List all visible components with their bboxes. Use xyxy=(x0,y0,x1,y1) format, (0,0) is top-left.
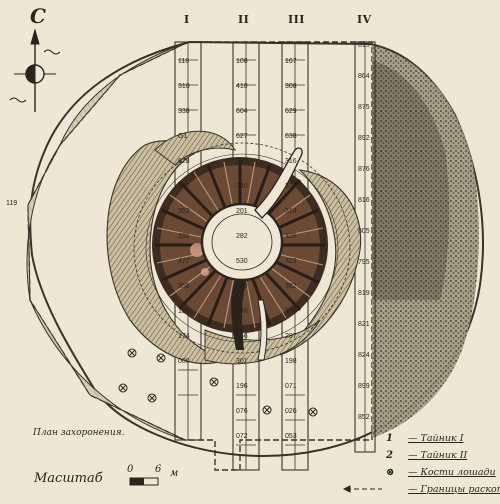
scale-label: Масштаб xyxy=(34,471,103,486)
section-label-2: II xyxy=(238,13,250,26)
depth-mark-col4: 899 xyxy=(358,383,370,390)
depth-mark-col4: 816 xyxy=(358,197,370,204)
depth-mark-col3: 308 xyxy=(285,83,297,90)
depth-mark-col1: 310 xyxy=(178,83,190,90)
depth-mark-col4: 821 xyxy=(358,321,370,328)
section-label-3: III xyxy=(288,13,305,26)
radial-log-structure xyxy=(152,157,328,333)
legend-item-cache-1: 1 — Тайник I xyxy=(386,432,463,445)
depth-mark-col2: 556 xyxy=(236,333,248,340)
depth-mark-col2: 604 xyxy=(236,108,248,115)
mound-segment-lower-left xyxy=(29,299,186,441)
depth-mark-col2: 340 xyxy=(236,183,248,190)
depth-mark-col2: 548 xyxy=(236,308,248,315)
depth-mark-col2: 323 xyxy=(236,158,248,165)
depth-mark-col4: 824 xyxy=(358,352,370,359)
depth-mark-col4: 876 xyxy=(358,166,370,173)
depth-mark-col1: G1 xyxy=(178,133,188,140)
depth-mark-col1: 174 xyxy=(178,333,190,340)
depth-mark-col1: 336 xyxy=(178,233,190,240)
depth-mark-col4: 892 xyxy=(358,135,370,142)
depth-mark-col2: 410 xyxy=(236,83,248,90)
scale-mid: 6 xyxy=(155,464,162,475)
depth-mark-col4: 819 xyxy=(358,290,370,297)
depth-mark-col3: 382 xyxy=(285,283,297,290)
legend-text: — Тайник II xyxy=(408,450,468,461)
scale-unit: м xyxy=(170,468,179,479)
depth-mark-col1: 000 xyxy=(178,358,190,365)
legend-item-excavation-boundary: ← — Границы раскопа xyxy=(386,483,500,496)
dark-stippled-area xyxy=(372,45,479,438)
depth-mark-col3: 053 xyxy=(285,433,297,440)
depth-mark-col3: 316 xyxy=(285,158,297,165)
entrance-corridor xyxy=(231,280,247,350)
depth-mark-col3: 328 xyxy=(285,233,297,240)
depth-mark-col1: 338 xyxy=(178,108,190,115)
depth-mark-col1: 628 xyxy=(178,158,190,165)
depth-mark-col1: 377 xyxy=(178,183,190,190)
mound-segment-left xyxy=(26,144,61,301)
depth-mark-col2: 196 xyxy=(236,383,248,390)
legend-item-cache-2: 2 — Тайник II xyxy=(386,449,467,462)
depth-mark-col1: 358 xyxy=(178,283,190,290)
north-arrow xyxy=(9,28,61,112)
depth-mark-col3: 198 xyxy=(285,358,297,365)
depth-mark-col3: 323 xyxy=(285,258,297,265)
legend-boundary-sample xyxy=(342,485,382,493)
horse-bone-markers xyxy=(118,348,318,417)
scale-start: 0 xyxy=(127,464,134,475)
depth-mark-edge: 119 xyxy=(6,200,18,207)
depth-mark-col2: 530 xyxy=(236,258,248,265)
depth-mark-col2: 282 xyxy=(236,233,248,240)
section-label-1: I xyxy=(184,13,190,26)
depth-mark-col4: 852 xyxy=(358,414,370,421)
depth-mark-col2: 072 xyxy=(236,433,248,440)
depth-mark-col3: 638 xyxy=(285,133,297,140)
depth-mark-col1: 186 xyxy=(178,308,190,315)
legend-key: 1 xyxy=(386,433,393,444)
depth-mark-col1: 477 xyxy=(178,258,190,265)
depth-mark-col3: 167 xyxy=(285,58,297,65)
depth-mark-col2: 301 xyxy=(236,358,248,365)
depth-mark-col4: 805 xyxy=(358,228,370,235)
depth-mark-col3: 629 xyxy=(285,108,297,115)
legend-item-horse-bones: ⊗ — Кости лошади xyxy=(386,466,496,479)
depth-mark-col2: 540 xyxy=(236,283,248,290)
depth-mark-col2: 108 xyxy=(236,58,248,65)
mound-segment-upper-left xyxy=(59,41,189,146)
depth-mark-col2: 076 xyxy=(236,408,248,415)
legend-text: — Тайник I xyxy=(408,433,464,444)
plan-caption: План захоронения. xyxy=(33,428,125,438)
depth-mark-col3: 026 xyxy=(285,408,297,415)
legend-text: — Границы раскопа xyxy=(408,484,500,495)
depth-mark-col4: 815 xyxy=(358,42,370,49)
cord-feature xyxy=(254,147,303,219)
depth-mark-col2: 201 xyxy=(236,208,248,215)
crescent-embankment-upper xyxy=(154,130,237,166)
depth-mark-col4: 795 xyxy=(358,259,370,266)
legend-text: — Кости лошади xyxy=(408,467,496,478)
legend-key: ⊗ xyxy=(386,467,395,478)
legend-key: 2 xyxy=(386,450,393,461)
depth-mark-col4: 864 xyxy=(358,73,370,80)
crescent-embankment-right xyxy=(279,169,362,356)
section-label-4: IV xyxy=(357,13,372,26)
depth-mark-col4: 875 xyxy=(358,104,370,111)
depth-mark-col3: 071 xyxy=(285,383,297,390)
depth-mark-col3: 314 xyxy=(285,208,297,215)
north-label: С xyxy=(30,4,46,28)
scale-bar xyxy=(129,477,159,486)
depth-mark-col3: 287 xyxy=(285,333,297,340)
depth-mark-col3: 376 xyxy=(285,308,297,315)
depth-mark-col2: 627 xyxy=(236,133,248,140)
depth-mark-col1: 352 xyxy=(178,208,190,215)
depth-mark-col3: 337 xyxy=(285,183,297,190)
depth-mark-col1: 118 xyxy=(178,58,190,65)
